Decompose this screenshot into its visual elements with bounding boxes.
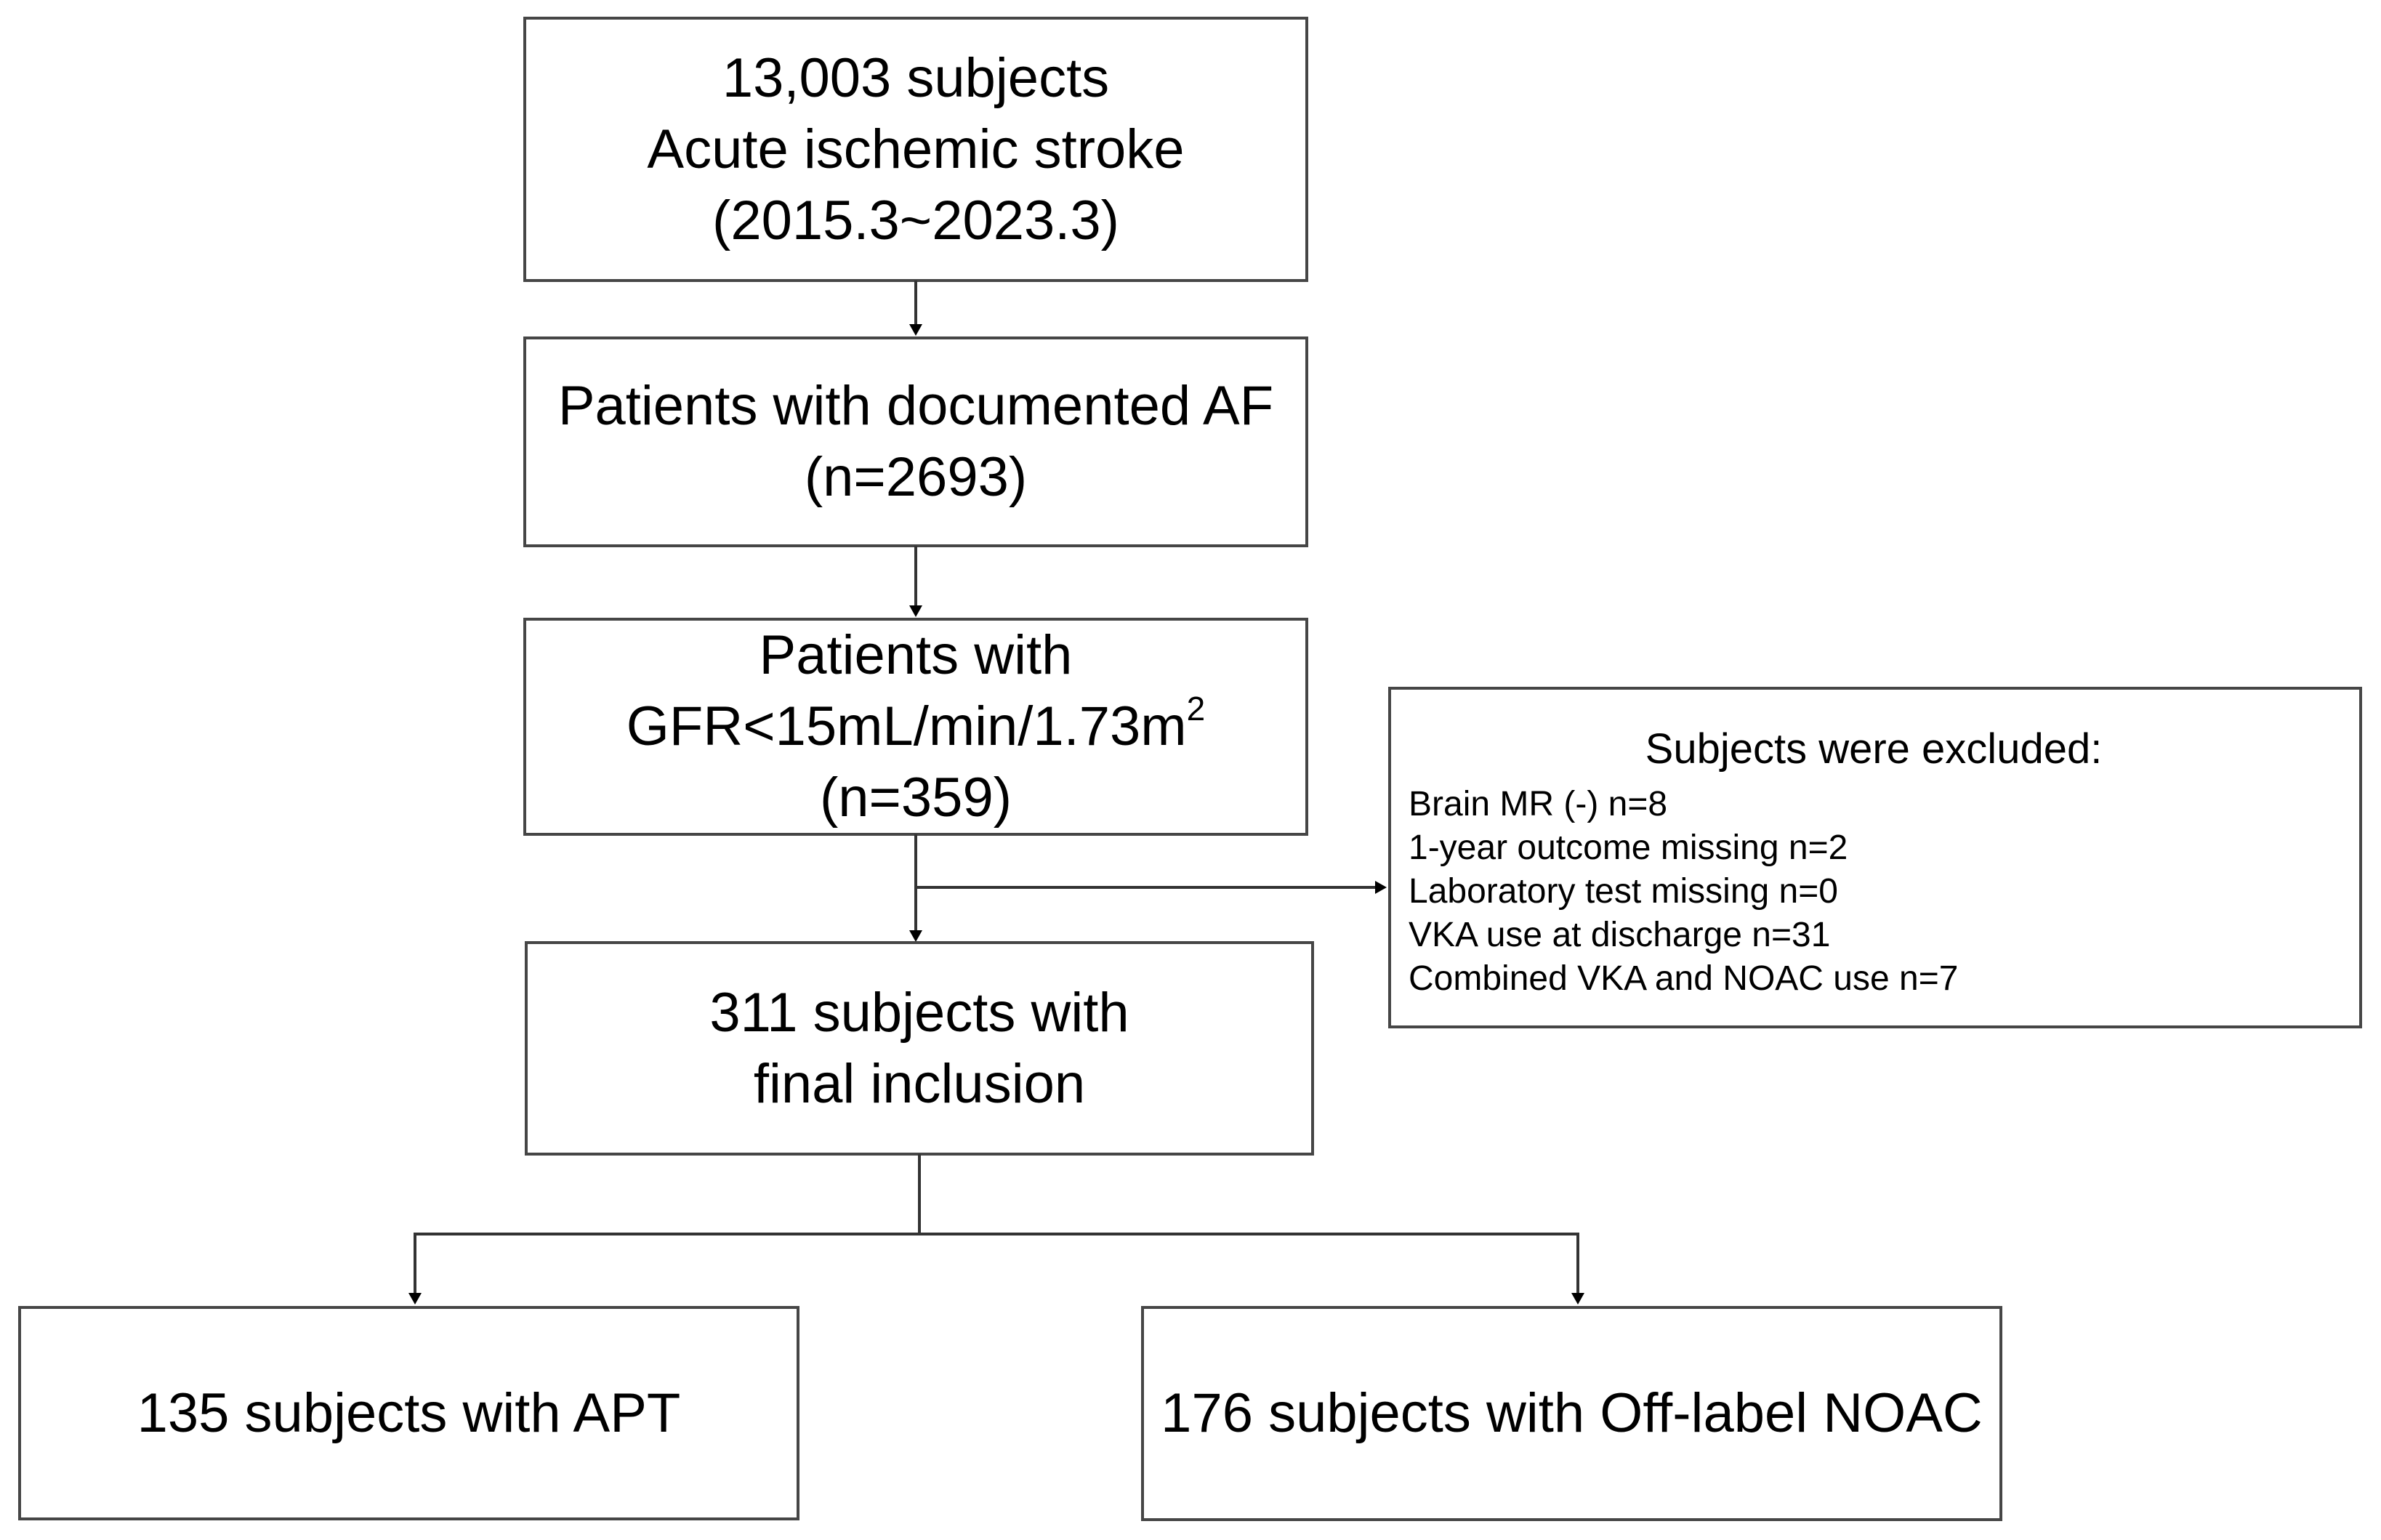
box-line: final inclusion [753, 1052, 1086, 1115]
exclusion-item: Combined VKA and NOAC use n=7 [1409, 959, 1959, 998]
gfr-value: GFR<15mL/min/1.73m [626, 696, 1187, 757]
connector-line [914, 886, 1377, 889]
connector-line [1576, 1233, 1579, 1294]
flow-box-final-inclusion: 311 subjects with final inclusion [525, 941, 1314, 1156]
exclusion-title: Subjects were excluded: [1645, 725, 2103, 773]
box-line: 311 subjects with [709, 981, 1129, 1044]
box-line: Patients with [759, 624, 1073, 686]
connector-line [414, 1233, 1579, 1235]
box-line: 176 subjects with Off-label NOAC [1161, 1382, 1983, 1444]
flow-box-apt-arm: 135 subjects with APT [18, 1306, 799, 1520]
arrowhead-down-icon [909, 324, 922, 336]
flow-box-exclusions: Subjects were excluded: Brain MR (-) n=8… [1388, 687, 2362, 1028]
connector-line [914, 281, 917, 326]
box-line: 135 subjects with APT [137, 1382, 681, 1444]
box-line: GFR<15mL/min/1.73m2 [627, 691, 1205, 762]
exclusion-item: VKA use at discharge n=31 [1409, 916, 1831, 954]
flow-box-gfr: Patients with GFR<15mL/min/1.73m2 (n=359… [523, 618, 1308, 836]
box-line: 13,003 subjects [722, 47, 1110, 109]
connector-line [918, 1154, 921, 1235]
arrowhead-down-icon [1571, 1293, 1584, 1305]
box-line: (n=359) [819, 767, 1012, 829]
box-line: Acute ischemic stroke [647, 118, 1185, 180]
box-line: Patients with documented AF [557, 375, 1274, 437]
box-line: (2015.3~2023.3) [712, 189, 1119, 251]
exclusion-item: 1-year outcome missing n=2 [1409, 829, 1848, 867]
flow-box-documented-af: Patients with documented AF (n=2693) [523, 336, 1308, 547]
arrowhead-right-icon [1375, 881, 1387, 894]
arrowhead-down-icon [408, 1293, 422, 1305]
flow-box-noac-arm: 176 subjects with Off-label NOAC [1141, 1306, 2002, 1521]
arrowhead-down-icon [909, 930, 922, 942]
flow-box-initial-cohort: 13,003 subjects Acute ischemic stroke (2… [523, 17, 1308, 282]
arrowhead-down-icon [909, 605, 922, 617]
box-line: (n=2693) [804, 446, 1028, 508]
gfr-superscript: 2 [1186, 690, 1206, 727]
connector-line [914, 546, 917, 607]
exclusion-item: Laboratory test missing n=0 [1409, 872, 1838, 911]
exclusion-item: Brain MR (-) n=8 [1409, 785, 1668, 823]
connector-line [414, 1233, 416, 1294]
connector-line [914, 834, 917, 932]
